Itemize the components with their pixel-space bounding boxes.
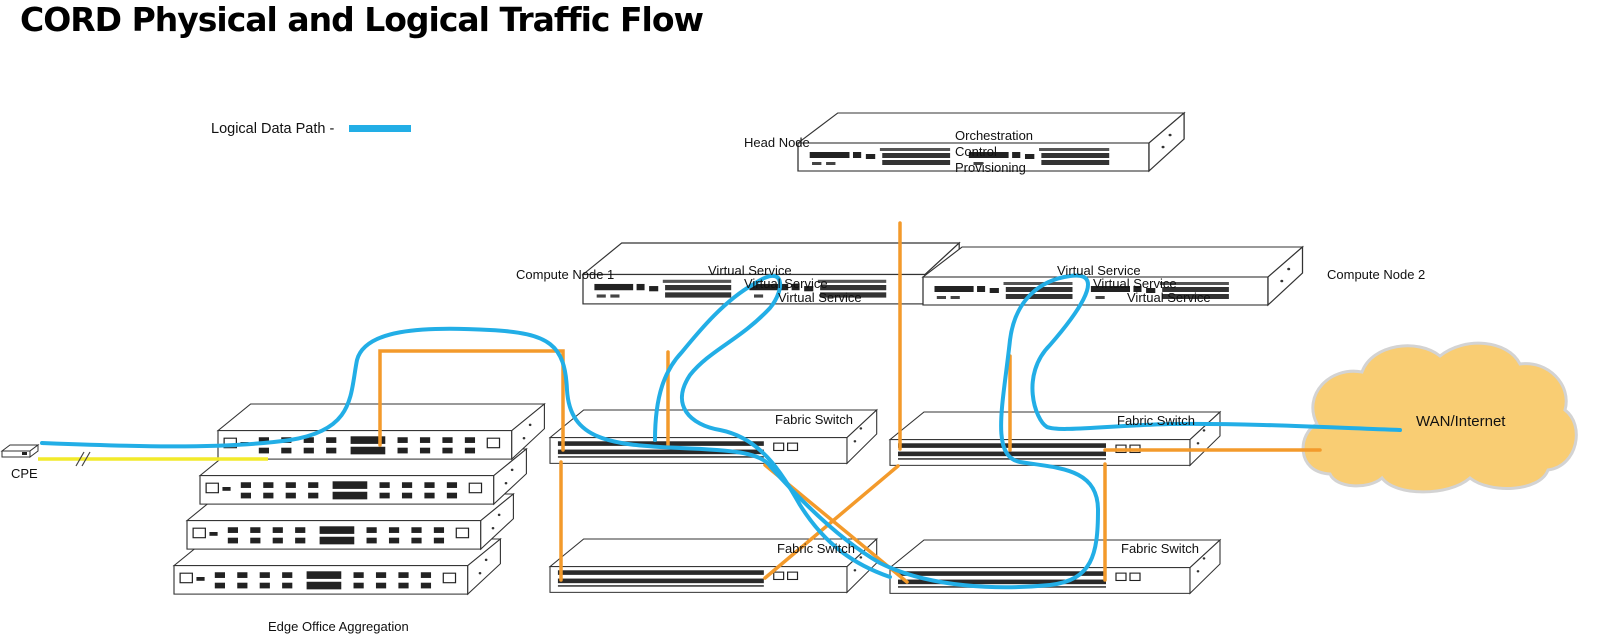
fabric-switch-top-left-label: Fabric Switch	[775, 412, 854, 427]
edge-office-label: Edge Office Aggregation	[268, 619, 409, 634]
legend-label: Logical Data Path -	[211, 121, 335, 137]
legend-swatch	[349, 125, 411, 132]
fabric-switch-bottom-left-label: Fabric Switch	[777, 541, 856, 556]
cn1-virtual-service-3: Virtual Service	[778, 290, 862, 305]
cn2-virtual-service-2: Virtual Service	[1093, 276, 1177, 291]
compute-node-2-label: Compute Node 2	[1327, 267, 1426, 282]
link-break-mark	[81, 451, 91, 467]
cpe-label: CPE	[11, 466, 38, 481]
physical-link	[378, 349, 565, 452]
physical-link	[763, 464, 900, 580]
logical-data-path	[653, 274, 892, 579]
cpe-device	[0, 444, 40, 458]
head-role-orchestration: Orchestration	[955, 128, 1034, 143]
compute-node-1-label: Compute Node 1	[516, 267, 615, 282]
cn1-virtual-service-1: Virtual Service	[708, 263, 792, 278]
wan-label: WAN/Internet	[1416, 413, 1506, 430]
fabric-switch-bottom-right-label: Fabric Switch	[1121, 541, 1200, 556]
cn2-virtual-service-1: Virtual Service	[1057, 263, 1141, 278]
cn2-virtual-service-3: Virtual Service	[1127, 290, 1211, 305]
cn1-virtual-service-2: Virtual Service	[744, 276, 828, 291]
head-role-provisioning: Provisioning	[955, 160, 1026, 175]
link-break-mark	[75, 451, 85, 467]
diagram-title: CORD Physical and Logical Traffic Flow	[20, 0, 704, 39]
head-role-control: Control	[955, 144, 997, 159]
head-node-label: Head Node	[744, 135, 810, 150]
logical-data-path	[40, 273, 1402, 590]
wan-cloud	[1301, 341, 1578, 494]
fabric-switch-top-right-label: Fabric Switch	[1117, 413, 1196, 428]
